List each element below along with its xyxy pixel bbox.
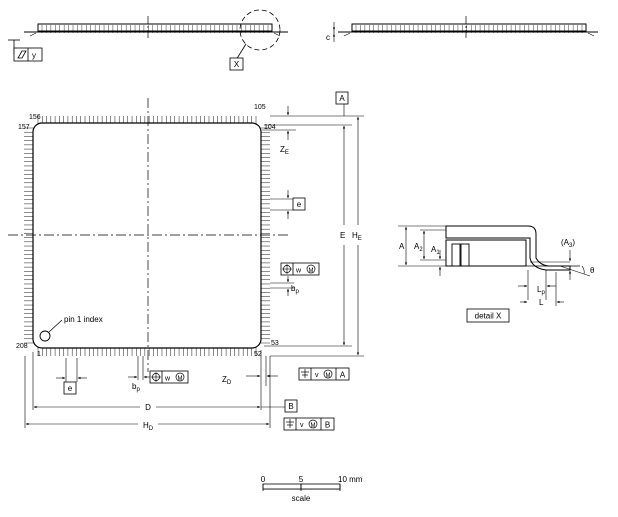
x-box xyxy=(229,57,244,71)
D-label: D xyxy=(145,403,151,412)
y-label: y xyxy=(32,51,36,60)
svg-text:A: A xyxy=(340,371,346,380)
datum-a-label: A xyxy=(339,94,345,103)
svg-text:M: M xyxy=(311,423,316,429)
c-label: c xyxy=(326,33,330,42)
package-body xyxy=(32,122,262,349)
datum-b-box xyxy=(284,399,298,413)
ze-dimension: ZE xyxy=(262,106,296,156)
svg-text:B: B xyxy=(325,421,330,430)
E-label: E xyxy=(340,231,345,240)
top-side-view: y X xyxy=(8,9,288,71)
y-coplanarity-frame: y xyxy=(13,47,43,62)
scale-tick-5: 5 xyxy=(299,475,304,484)
ze-label: ZE xyxy=(280,145,289,156)
A2-label: A2 xyxy=(414,242,423,253)
pin-52-label: 52 xyxy=(254,351,262,358)
e-pitch-right-label: e xyxy=(297,200,302,209)
datum-a-box xyxy=(335,91,349,105)
svg-text:v: v xyxy=(315,372,319,379)
x-label: X xyxy=(234,60,240,69)
svg-text:M: M xyxy=(326,373,331,379)
pin-157-label: 157 xyxy=(18,124,30,131)
bp-right-label: bp xyxy=(291,284,299,295)
pin-105-label: 105 xyxy=(254,104,266,111)
pin-208-label: 208 xyxy=(16,343,28,350)
horizontal-dimensions: D HD B v M B xyxy=(24,352,335,432)
scale-tick-10: 10 mm xyxy=(338,475,363,484)
HE-label: HE xyxy=(352,231,362,242)
pin1-index-mark xyxy=(39,330,51,342)
bp-right: w M bp xyxy=(270,262,320,296)
e-pitch-bottom-label: e xyxy=(68,384,73,393)
scale-tick-0: 0 xyxy=(261,475,266,484)
scale-bar: 0 5 10 mm scale xyxy=(261,475,363,503)
L-label: L xyxy=(539,298,544,307)
A-label: A xyxy=(399,242,405,251)
pin-53-label: 53 xyxy=(271,340,279,347)
detail-x-caption: detail X xyxy=(475,312,502,321)
svg-text:M: M xyxy=(309,268,314,274)
pin-156-label: 156 xyxy=(29,114,41,121)
e-pitch-right: e xyxy=(270,190,306,219)
svg-text:w: w xyxy=(295,268,302,275)
bp-bottom-label: bp xyxy=(132,382,140,393)
right-side-view: c xyxy=(326,16,598,42)
pin1-index-label: pin 1 index xyxy=(64,315,103,324)
scale-caption: scale xyxy=(292,494,311,503)
zd-label: ZD xyxy=(222,375,232,386)
datum-b-label: B xyxy=(288,402,293,411)
svg-text:w: w xyxy=(164,376,171,383)
A1-label: A1 xyxy=(431,245,440,256)
HD-label: HD xyxy=(143,421,154,432)
plan-view: pin 1 index 156 157 105 104 53 52 208 1 xyxy=(8,98,290,372)
A3-label: (A3) xyxy=(561,238,575,249)
pin-1-label: 1 xyxy=(37,351,41,358)
theta-label: θ xyxy=(590,266,595,275)
svg-text:v: v xyxy=(300,422,304,429)
v-m-a-frame: v M A xyxy=(298,367,350,381)
detail-x-circle xyxy=(239,9,281,51)
svg-text:M: M xyxy=(178,376,183,382)
vertical-dimensions: E HE A xyxy=(264,91,364,357)
flatness-icon xyxy=(17,50,27,59)
bottom-dimensions: e bp w M ZD xyxy=(56,350,278,395)
Lp-label: Lp xyxy=(537,285,545,296)
detail-x-view: A A2 A1 (A3) θ Lp L detail X xyxy=(398,225,595,323)
pin-104-label: 104 xyxy=(264,124,276,131)
